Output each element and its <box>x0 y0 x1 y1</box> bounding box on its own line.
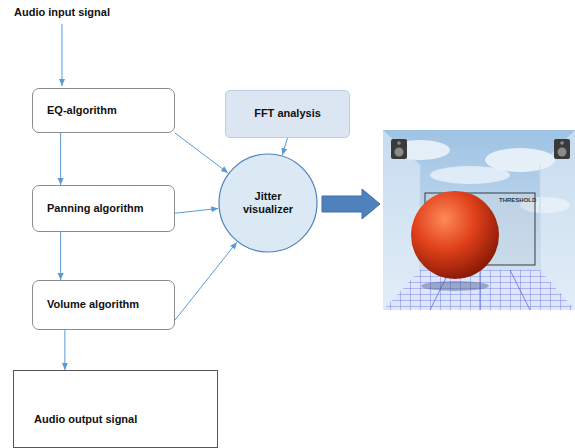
node-text: Audio output signal <box>34 413 137 426</box>
process-box: EQ-algorithm <box>32 88 175 133</box>
connector-arrow <box>175 208 218 213</box>
input-arrow <box>62 24 63 86</box>
node-text: EQ-algorithm <box>47 104 117 117</box>
connector-arrow <box>175 242 237 320</box>
input-label: Audio input signal <box>14 6 110 18</box>
connector-arrow <box>60 232 61 280</box>
process-box: Panning algorithm <box>32 185 175 232</box>
node-text: FFT analysis <box>254 107 321 120</box>
node-text: Volume algorithm <box>47 298 139 311</box>
connector-arrow <box>175 133 228 173</box>
visualizer-circle: Jitter visualizer <box>218 153 318 253</box>
node-text: Jitter visualizer <box>228 190 308 216</box>
visualizer-screenshot <box>383 130 575 310</box>
analysis-box: FFT analysis <box>225 90 350 138</box>
block-arrow <box>322 189 380 219</box>
connector-arrow <box>64 330 65 370</box>
threshold-label: THRESHOLD <box>499 197 536 203</box>
node-text: Panning algorithm <box>47 202 144 215</box>
connector-arrow <box>60 133 61 185</box>
output-box: Audio output signal <box>13 370 218 448</box>
process-box: Volume algorithm <box>32 280 175 330</box>
connector-arrow <box>282 138 287 155</box>
